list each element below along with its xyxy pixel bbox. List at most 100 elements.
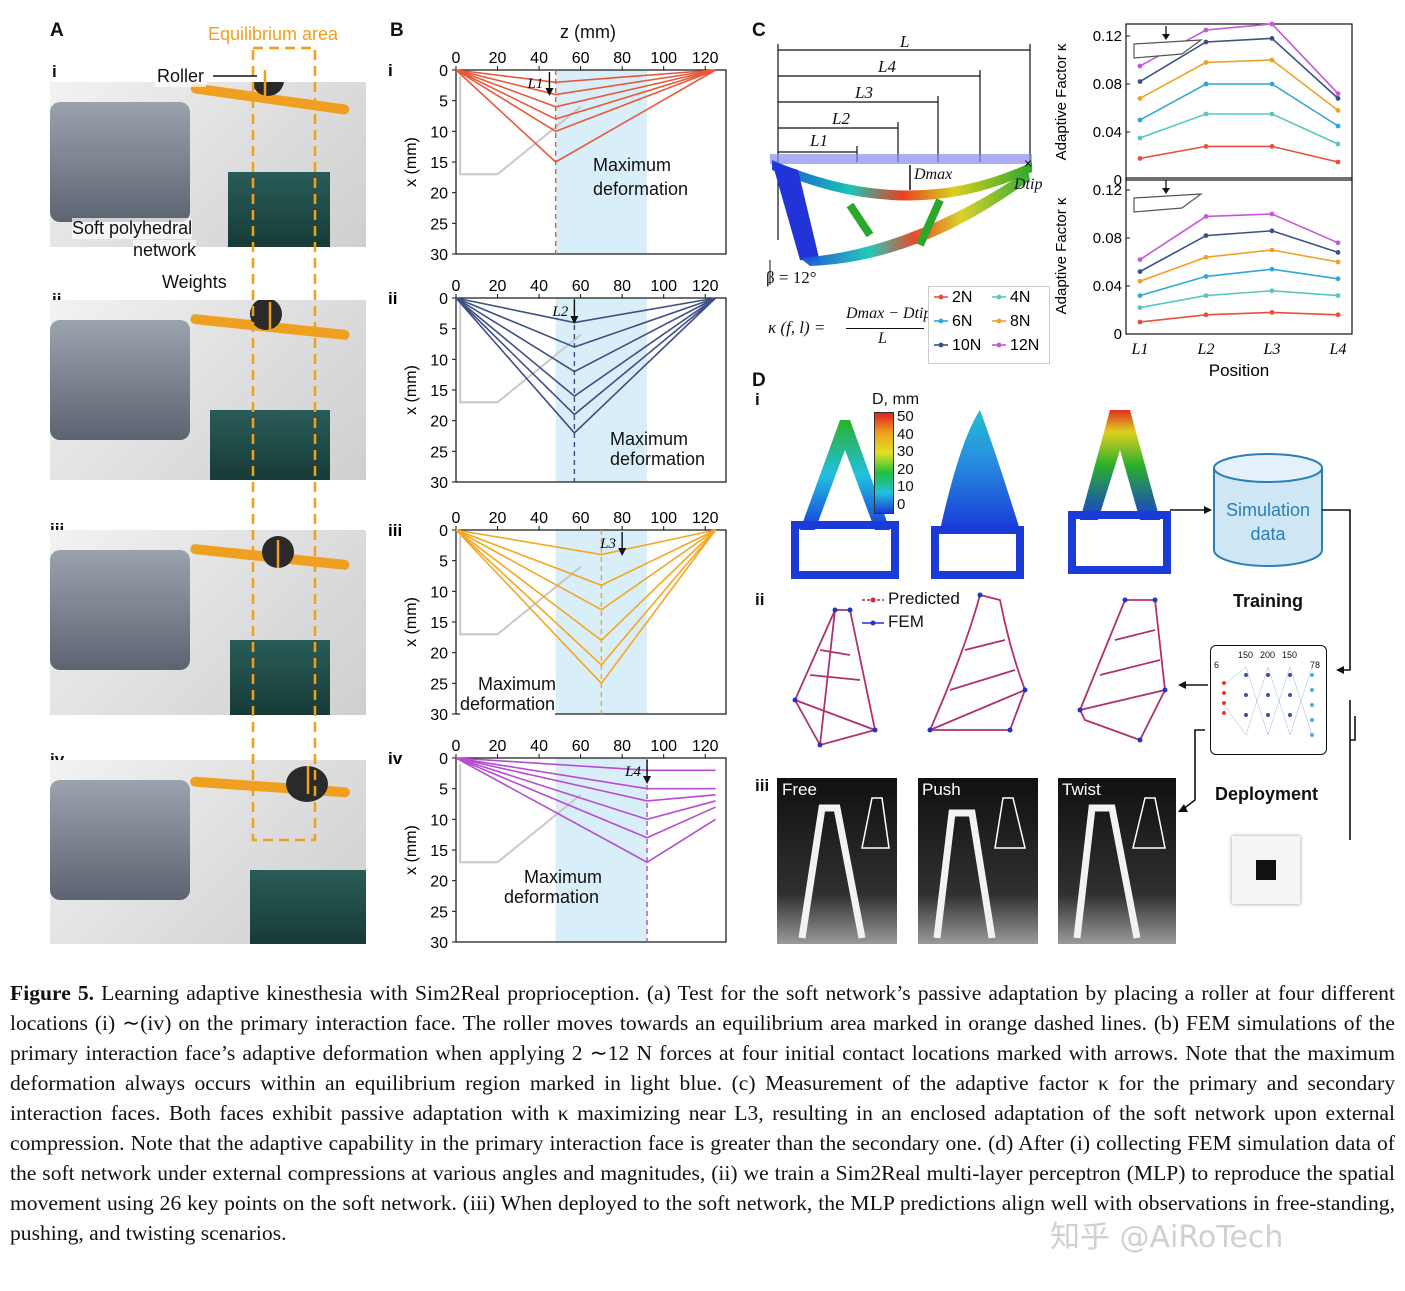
legend-label-12N: 12N xyxy=(1010,337,1039,354)
network-outline xyxy=(459,76,582,176)
x-tick-label: 120 xyxy=(692,738,719,755)
series-line-4N xyxy=(1139,289,1339,309)
x-tick-label: 40 xyxy=(530,510,548,527)
series-point-8N xyxy=(1137,96,1143,101)
series-point-4N xyxy=(1269,111,1275,117)
contact-marker-label: L4 xyxy=(624,764,641,780)
weights xyxy=(210,410,330,480)
y-tick-label: 0 xyxy=(439,751,448,768)
panel-d-roman-iii: iii xyxy=(755,776,770,795)
photo-label-free: Free xyxy=(782,780,817,799)
contact-marker-label: L3 xyxy=(599,536,616,552)
panel-c-label: C xyxy=(752,20,766,41)
b-iii-callout-1: Maximum xyxy=(478,674,557,695)
figure-caption: Figure 5. Learning adaptive kinesthesia … xyxy=(10,978,1395,1248)
deployment-label: Deployment xyxy=(1215,784,1319,804)
x-tick-label: 20 xyxy=(489,50,507,67)
y-tick-label: 25 xyxy=(430,676,448,693)
y-axis-label: Adaptive Factor κ xyxy=(1053,197,1070,314)
beta-label: β = 12° xyxy=(766,268,817,287)
mlp-layer-in: 6 xyxy=(1214,660,1220,670)
panel-a-roman-ii: ii xyxy=(52,290,61,310)
series-point-4N xyxy=(1203,111,1209,117)
y-tick-label: 5 xyxy=(439,94,448,111)
simulation-data-line2: data xyxy=(1250,524,1286,544)
series-point-6N xyxy=(1203,81,1209,87)
gripper xyxy=(50,550,190,670)
y-tick-label: 15 xyxy=(430,615,448,632)
legend-predicted: Predicted xyxy=(888,589,960,608)
series-point-8N xyxy=(1335,108,1341,113)
series-point-2N xyxy=(1269,144,1275,149)
series-point-10N xyxy=(1335,96,1341,101)
panel-d-roman-ii: ii xyxy=(755,590,765,609)
b-iv-callout-2: deformation xyxy=(504,887,600,907)
y-tick-label: 0.04 xyxy=(1093,124,1122,141)
deformation-curve xyxy=(455,297,717,416)
x-tick-label: 80 xyxy=(613,510,631,527)
series-point-4N xyxy=(1335,293,1341,298)
network-outline xyxy=(459,764,582,864)
series-point-2N xyxy=(1269,310,1275,315)
plot-frame xyxy=(1125,23,1353,181)
x-tick-label: 20 xyxy=(489,510,507,527)
panel-d-label: D xyxy=(752,370,766,391)
x-tick-label: 40 xyxy=(530,278,548,295)
x-tick-label: 20 xyxy=(489,278,507,295)
deformation-curve xyxy=(455,529,717,667)
kappa-formula-bar xyxy=(846,328,924,329)
colorbar-tick: 0 xyxy=(897,495,906,513)
legend-point-10N xyxy=(938,342,944,348)
series-line-6N xyxy=(1139,83,1339,127)
deformation-curve xyxy=(455,529,716,556)
watermark: 知乎 @AiRoTech xyxy=(1050,1220,1284,1255)
series-point-4N xyxy=(1137,305,1143,310)
y-tick-label: 10 xyxy=(430,352,448,369)
y-tick-label: 0 xyxy=(439,63,448,80)
kappa-formula-den: L xyxy=(878,330,887,347)
series-point-12N xyxy=(1335,240,1341,246)
y-tick-label: 10 xyxy=(430,812,448,829)
mlp-graph xyxy=(1222,666,1314,737)
series-line-12N xyxy=(1139,213,1339,261)
photo-label-twist: Twist xyxy=(1062,780,1101,799)
force-legend xyxy=(928,286,1050,364)
x-tick-label: L3 xyxy=(1263,341,1281,358)
series-point-12N xyxy=(1335,91,1341,96)
photo-structures xyxy=(798,797,1166,939)
y-tick-label: 20 xyxy=(430,646,448,663)
contact-arrowhead xyxy=(618,548,627,556)
svg-text:×: × xyxy=(1024,155,1032,171)
face-outline-icon xyxy=(1133,39,1203,59)
y-tick-label: 10 xyxy=(430,584,448,601)
face-outline-icon xyxy=(1133,193,1203,213)
series-point-12N xyxy=(1137,257,1143,262)
series-point-6N xyxy=(1137,117,1143,123)
series-point-10N xyxy=(1335,250,1341,255)
colorbar-tick: 20 xyxy=(897,460,914,478)
plot-frame xyxy=(1125,177,1353,335)
roller xyxy=(252,82,284,96)
x-tick-label: 0 xyxy=(452,278,461,295)
x-axis-label: Position xyxy=(1209,361,1269,380)
x-tick-label: 60 xyxy=(572,278,590,295)
legend-point-6N xyxy=(938,318,944,324)
x-tick-label: 100 xyxy=(650,738,677,755)
network-callout-line2: network xyxy=(133,240,197,261)
colorbar-title: D, mm xyxy=(870,391,922,409)
x-tick-label: 40 xyxy=(530,50,548,67)
dim-L1: L1 xyxy=(810,131,828,150)
legend-label-4N: 4N xyxy=(1010,289,1030,306)
panel-d-roman-i: i xyxy=(755,390,760,409)
x-tick-label: 60 xyxy=(572,510,590,527)
y-tick-label: 0 xyxy=(1114,172,1122,189)
series-point-2N xyxy=(1203,144,1209,149)
panel-a-roman-i: i xyxy=(52,62,57,81)
network-callout-line1: Soft polyhedral xyxy=(72,218,193,239)
